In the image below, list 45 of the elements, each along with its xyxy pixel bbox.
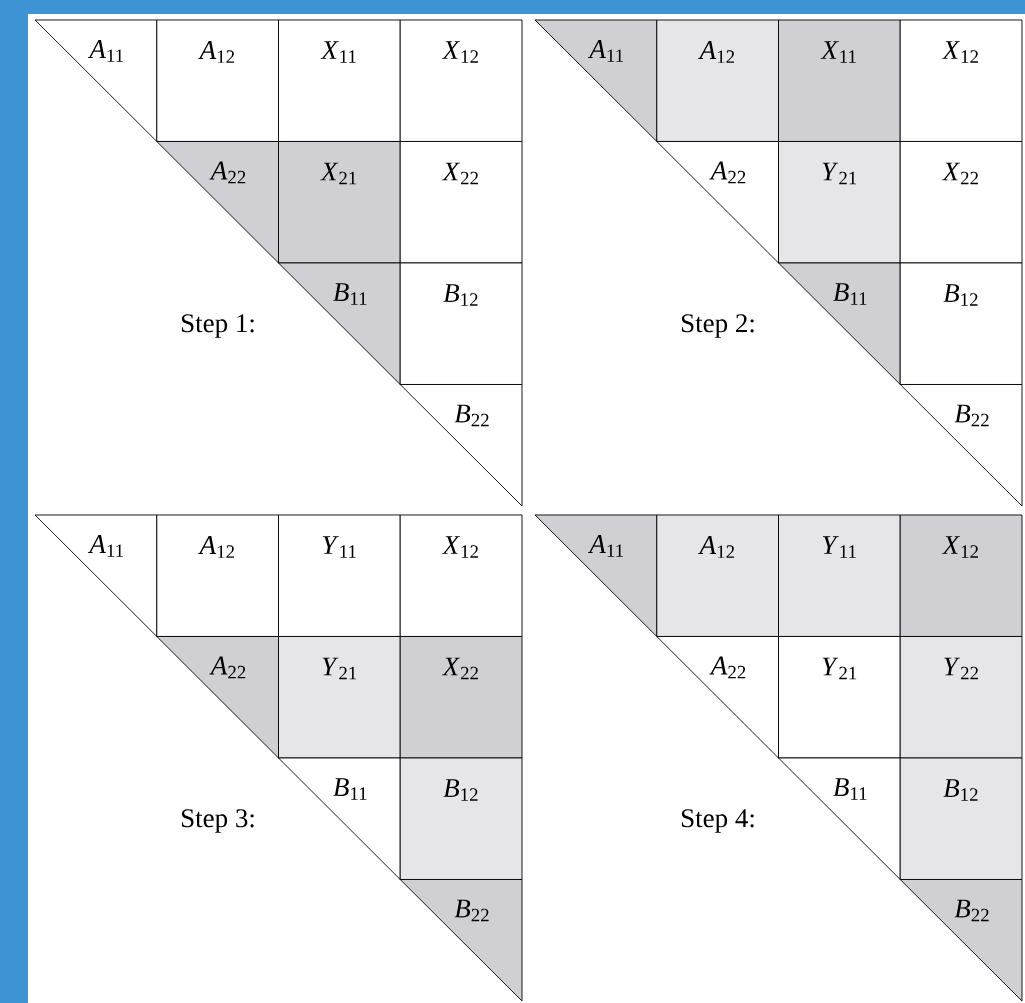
matrix-cell: Y$_{21}$ (778, 636, 901, 759)
triangle-cell: B$_{11}$ (278, 757, 401, 880)
matrix-cell: X$_{22}$ (899, 141, 1023, 264)
matrix-cell: B$_{12}$ (399, 262, 523, 385)
matrix-cell: Y$_{22}$ (899, 636, 1023, 759)
triangle-cell: B$_{22}$ (399, 384, 523, 507)
triangle-cell: A$_{11}$ (34, 514, 158, 637)
matrix-cell: X$_{22}$ (399, 636, 523, 759)
matrix-cell: B$_{12}$ (899, 757, 1023, 880)
matrix-cell: Y$_{11}$ (278, 514, 401, 637)
matrix-cell: X$_{11}$ (778, 19, 901, 142)
matrix-cell: X$_{11}$ (278, 19, 401, 142)
matrix-cell: X$_{12}$ (899, 19, 1023, 142)
matrix-cell: X$_{12}$ (399, 19, 523, 142)
matrix-cell: B$_{12}$ (399, 757, 523, 880)
triangle-cell: A$_{11}$ (534, 19, 658, 142)
triangle-cell: B$_{22}$ (399, 879, 523, 1002)
triangle-cell: B$_{11}$ (778, 262, 901, 385)
matrix-cell: X$_{12}$ (399, 514, 523, 637)
triangle-cell: A$_{22}$ (156, 141, 279, 264)
matrix-cell: X$_{12}$ (899, 514, 1023, 637)
matrix-cell: B$_{12}$ (899, 262, 1023, 385)
matrix-cell: A$_{12}$ (656, 19, 779, 142)
matrix-cell: Y$_{21}$ (778, 141, 901, 264)
matrix-cell: X$_{21}$ (278, 141, 401, 264)
triangle-cell: A$_{22}$ (656, 141, 779, 264)
triangle-cell: A$_{22}$ (656, 636, 779, 759)
matrix-cell: A$_{12}$ (656, 514, 779, 637)
triangle-cell: A$_{11}$ (34, 19, 158, 142)
matrix-cell: A$_{12}$ (156, 19, 279, 142)
matrix-cell: Y$_{11}$ (778, 514, 901, 637)
matrix-cell: Y$_{21}$ (278, 636, 401, 759)
step-label: Step 1: (181, 314, 254, 338)
step-label: Step 3: (181, 809, 254, 833)
triangle-cell: B$_{22}$ (899, 879, 1023, 1002)
triangle-cell: B$_{11}$ (778, 757, 901, 880)
step-label: Step 4: (681, 809, 754, 833)
node-label: B$_{22}$ (954, 404, 989, 427)
matrix-cell: X$_{22}$ (399, 141, 523, 264)
step-label: Step 2: (681, 314, 754, 338)
triangle-cell: A$_{22}$ (156, 636, 279, 759)
triangle-cell: B$_{22}$ (899, 384, 1023, 507)
matrix-cell: A$_{12}$ (156, 514, 279, 637)
triangle-cell: A$_{11}$ (534, 514, 658, 637)
triangle-cell: B$_{11}$ (278, 262, 401, 385)
